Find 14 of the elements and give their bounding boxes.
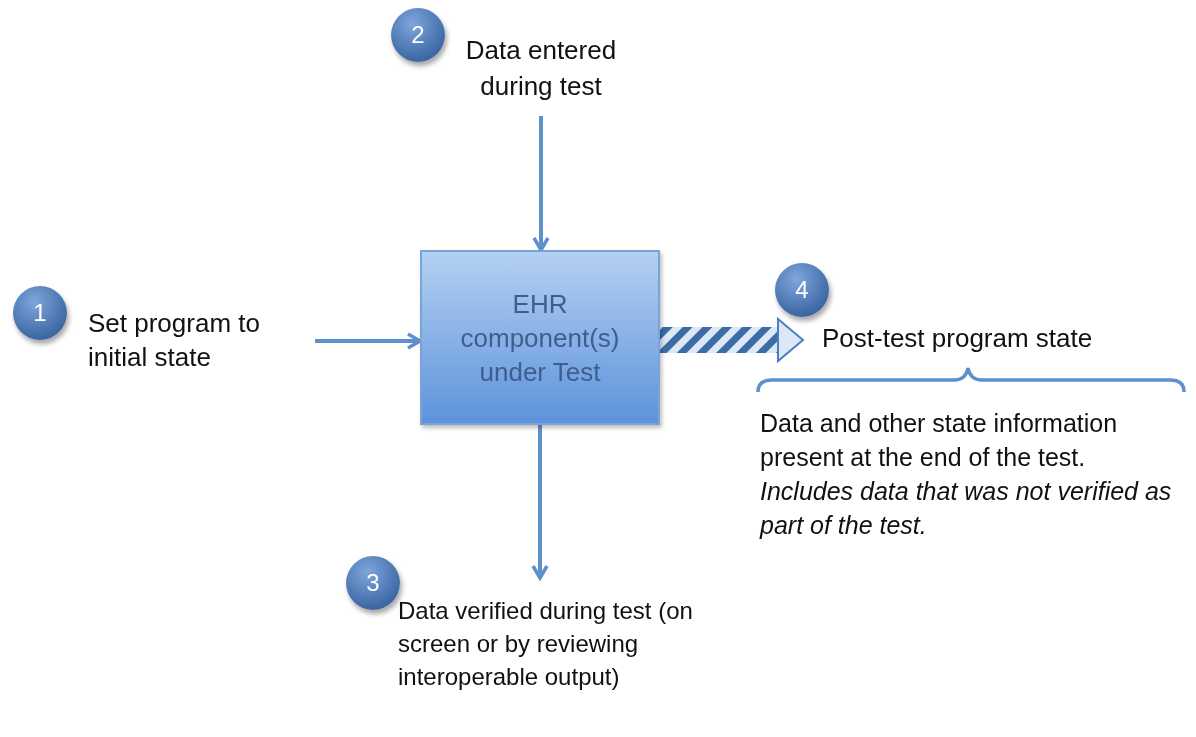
callout-number: 1 <box>13 286 67 340</box>
process-box: EHR component(s) under Test <box>420 250 660 425</box>
arrow <box>531 425 549 580</box>
step-label: Post-test program state <box>822 320 1142 360</box>
arrow <box>315 332 422 350</box>
callout-number: 3 <box>346 556 400 610</box>
step-label: Data verified during test (on screen or by reviewing interoperable output) <box>398 594 698 734</box>
step-label: Set program to initial state <box>88 306 303 376</box>
callout-number: 2 <box>391 8 445 62</box>
callout-number: 4 <box>775 263 829 317</box>
note-text: Includes data that was not verified as part of the test. <box>760 476 1173 541</box>
striped-arrow <box>660 318 804 362</box>
arrow <box>532 116 550 252</box>
note-text: Data and other state information present at the end of the test. <box>760 408 1119 473</box>
